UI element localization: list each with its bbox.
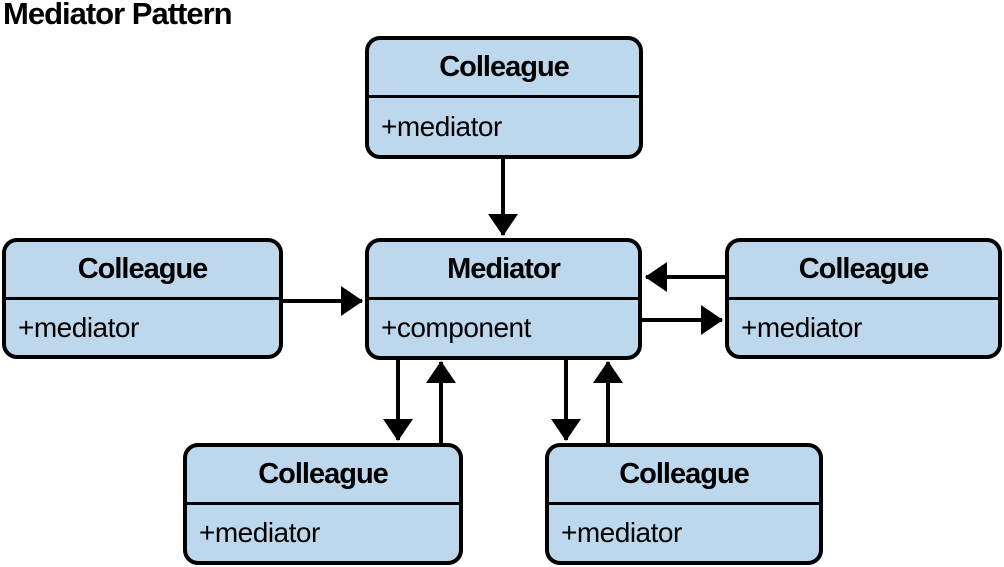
class-title: Mediator [369, 242, 638, 300]
class-title: Colleague [729, 242, 998, 300]
class-title: Colleague [549, 447, 819, 505]
diagram-title: Mediator Pattern [3, 0, 233, 31]
class-box-bottom-right-colleague: Colleague +mediator [545, 443, 823, 565]
class-box-right-colleague: Colleague +mediator [725, 238, 1002, 359]
class-attribute: +mediator [561, 517, 682, 548]
class-title: Colleague [6, 242, 279, 300]
class-box-top-colleague: Colleague +mediator [365, 36, 643, 159]
class-title: Colleague [369, 40, 639, 98]
class-box-left-colleague: Colleague +mediator [2, 238, 283, 359]
class-attribute: +mediator [741, 311, 862, 343]
class-attribute: +mediator [199, 517, 320, 548]
class-box-mediator: Mediator +component [365, 238, 642, 360]
class-attribute: +mediator [18, 311, 139, 343]
class-title: Colleague [187, 447, 459, 505]
class-box-bottom-left-colleague: Colleague +mediator [183, 443, 463, 565]
class-attribute: +mediator [381, 110, 502, 142]
class-attribute: +component [381, 312, 531, 343]
